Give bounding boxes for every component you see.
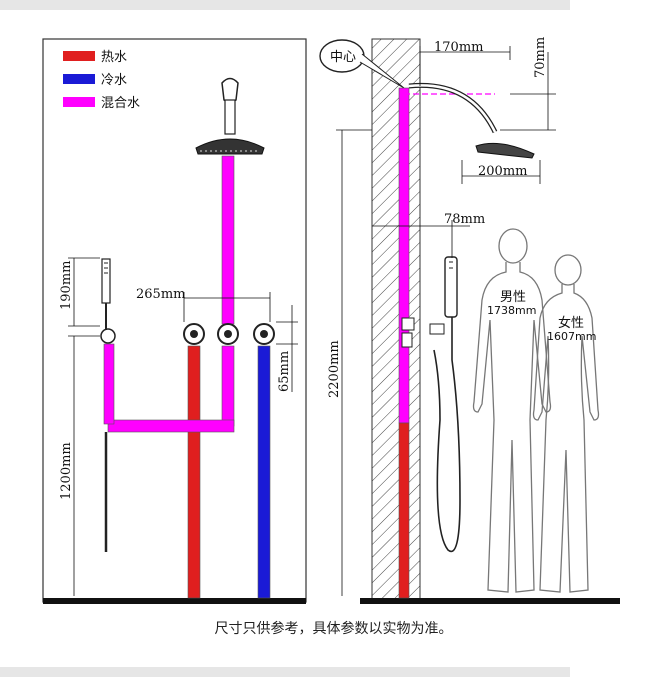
- legend-label-mixed: 混合水: [101, 96, 140, 111]
- male-figure: [472, 228, 552, 593]
- dim-hand-shower-holder: 190mm: [59, 261, 74, 310]
- dim-head-diameter: 200mm: [478, 164, 527, 179]
- hand-shower-left: [100, 258, 116, 552]
- dim-arm-drop: 70mm: [533, 37, 548, 78]
- left-floor: [43, 598, 306, 604]
- mixed-pipe-horizontal-left: [107, 419, 235, 433]
- mixed-pipe-down-left: [221, 345, 235, 427]
- dim-arm-length: 170mm: [434, 40, 483, 55]
- bottom-divider-bar: [0, 667, 570, 677]
- mixed-pipe-riser-left: [221, 155, 235, 325]
- top-divider-bar: [0, 0, 570, 10]
- male-label: 男性: [500, 290, 526, 305]
- dim-valve-to-floor: 1200mm: [59, 442, 74, 500]
- male-height: 1738mm: [487, 304, 536, 317]
- center-label-bubble: 中心: [319, 39, 405, 89]
- dim-total-height: 2200mm: [327, 340, 342, 398]
- mixed-pipe-to-hand-shower: [103, 343, 115, 425]
- dimension-lines-right: [336, 46, 556, 596]
- mixed-pipe-right: [398, 87, 410, 424]
- female-label: 女性: [558, 315, 584, 331]
- hand-shower-right: [433, 256, 461, 553]
- overhead-shower-left: [195, 77, 265, 155]
- disclaimer-caption: 尺寸只供参考，具体参数以实物为准。: [214, 621, 453, 637]
- dim-wall-offset: 78mm: [444, 212, 485, 227]
- legend-swatch-mixed: [63, 97, 95, 107]
- dimension-lines-left: [68, 257, 298, 596]
- female-height: 1607mm: [547, 330, 596, 343]
- dim-valve-height: 65mm: [277, 351, 292, 392]
- female-figure: [532, 254, 600, 593]
- legend-label-cold: 冷水: [101, 73, 127, 88]
- dim-spacing: 265mm: [136, 287, 185, 302]
- center-label: 中心: [330, 50, 356, 65]
- legend-swatch-cold: [63, 74, 95, 84]
- legend: 热水 冷水 混合水: [63, 50, 140, 111]
- cold-pipe-left: [257, 345, 271, 599]
- legend-swatch-hot: [63, 51, 95, 61]
- right-floor: [360, 598, 620, 604]
- hot-pipe-left: [187, 345, 201, 599]
- legend-label-hot: 热水: [101, 50, 127, 65]
- overhead-shower-right: [401, 82, 535, 348]
- hot-pipe-right: [398, 422, 410, 599]
- valves-left: [183, 323, 275, 345]
